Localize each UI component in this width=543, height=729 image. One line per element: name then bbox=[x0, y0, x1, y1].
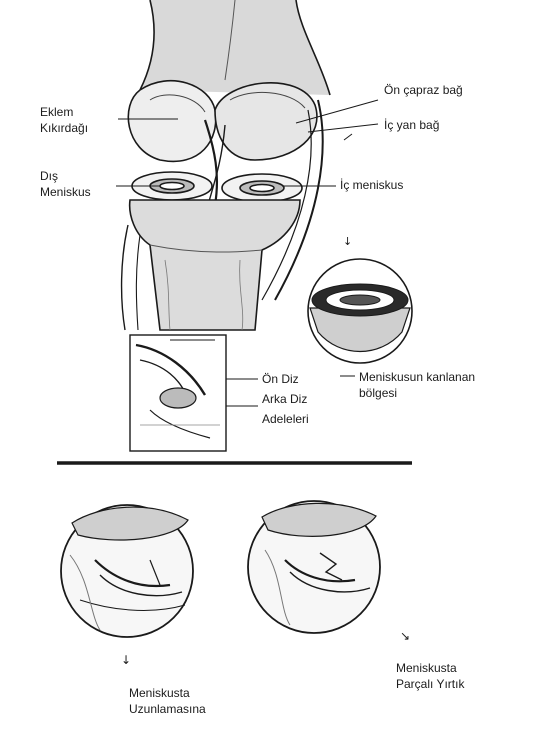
label-parcali-line1: Meniskusta bbox=[396, 660, 464, 676]
label-on-capraz-bag: Ön çapraz bağ bbox=[384, 82, 463, 98]
label-uzun-line1: Meniskusta bbox=[129, 685, 206, 701]
label-kanlanan-line2: bölgesi bbox=[359, 385, 475, 401]
label-ic-yan-bag: İç yan bağ bbox=[384, 117, 439, 133]
knee-joint-drawing bbox=[122, 0, 330, 330]
lateral-condyle bbox=[128, 81, 215, 162]
label-eklem-line2: Kıkırdağı bbox=[40, 120, 88, 136]
label-parcali-line2: Parçalı Yırtık bbox=[396, 676, 464, 692]
label-dis-line2: Meniskus bbox=[40, 184, 91, 200]
label-kanlanan-bolgesi: Meniskusun kanlanan bölgesi bbox=[359, 369, 475, 401]
label-arka-diz: Arka Diz bbox=[262, 391, 307, 407]
label-eklem-line1: Eklem bbox=[40, 104, 88, 120]
label-on-capraz-text: Ön çapraz bağ bbox=[384, 82, 463, 98]
label-dis-line1: Dış bbox=[40, 168, 91, 184]
label-on-diz-text: Ön Diz bbox=[262, 371, 299, 387]
label-adeleleri: Adeleleri bbox=[262, 411, 309, 427]
label-eklem-kikirdagi: Eklem Kıkırdağı bbox=[40, 104, 88, 136]
label-uzun-line2: Uzunlamasına bbox=[129, 701, 206, 717]
label-ic-meniskus-text: İç meniskus bbox=[340, 177, 403, 193]
longitudinal-tear-view bbox=[61, 505, 193, 637]
label-arka-diz-text: Arka Diz bbox=[262, 391, 307, 407]
label-ic-yan-text: İç yan bağ bbox=[384, 117, 439, 133]
fibula bbox=[122, 225, 128, 330]
tibia bbox=[130, 200, 300, 330]
label-parcali-yirtik: Meniskusta Parçalı Yırtık bbox=[396, 660, 464, 692]
label-adeleleri-text: Adeleleri bbox=[262, 411, 309, 427]
inset-side-view bbox=[130, 335, 226, 451]
svg-text:↘: ↘ bbox=[400, 629, 410, 643]
label-kanlanan-line1: Meniskusun kanlanan bbox=[359, 369, 475, 385]
label-dis-meniskus: Dış Meniskus bbox=[40, 168, 91, 200]
svg-text:↓: ↓ bbox=[121, 653, 131, 667]
label-on-diz: Ön Diz bbox=[262, 371, 299, 387]
label-ic-meniskus: İç meniskus bbox=[340, 177, 403, 193]
meniscus-blood-supply-circle bbox=[308, 259, 412, 363]
fragmented-tear-view bbox=[248, 501, 380, 633]
svg-text:↓: ↓ bbox=[343, 235, 352, 248]
label-uzunlamasina: Meniskusta Uzunlamasına bbox=[129, 685, 206, 717]
